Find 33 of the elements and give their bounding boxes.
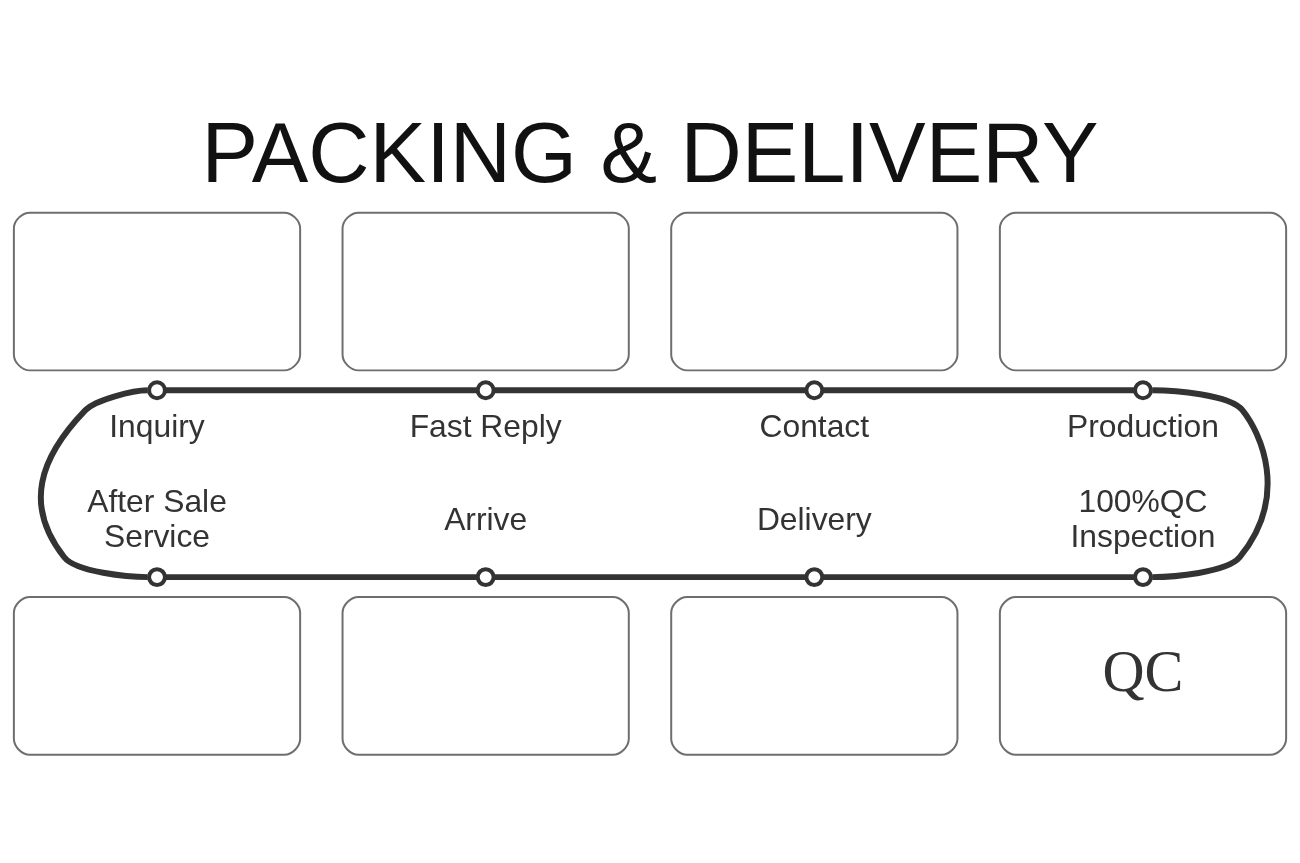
connector <box>37 386 148 580</box>
node-label: Inquiry <box>109 407 205 444</box>
connector <box>822 573 1135 580</box>
node-circle <box>147 379 167 400</box>
node-circle <box>475 379 496 400</box>
node-circle <box>147 566 167 587</box>
connector <box>494 386 807 393</box>
node-circle <box>804 379 825 400</box>
node-box <box>12 595 302 756</box>
node-box <box>12 211 302 371</box>
node-circle <box>475 566 496 587</box>
diagram-title: PACKING & DELIVERY <box>201 104 1099 200</box>
node-label: Arrive <box>444 500 528 537</box>
connector <box>822 386 1135 393</box>
node-label: After Sale Service <box>87 482 227 554</box>
node-box <box>341 595 630 756</box>
node-label: Contact <box>759 407 870 444</box>
node-circle <box>1133 379 1153 400</box>
node-label: Fast Reply <box>409 407 562 444</box>
connector <box>1152 386 1271 580</box>
node-box <box>341 211 630 371</box>
connector <box>165 573 478 580</box>
node-label: Production <box>1066 407 1219 444</box>
node-box <box>998 211 1288 371</box>
node-box: QC <box>998 595 1288 756</box>
node-box <box>670 211 959 371</box>
node-box <box>670 595 959 756</box>
connector <box>494 573 807 580</box>
node-label: Delivery <box>756 500 872 537</box>
node-circle <box>804 566 825 587</box>
node-label: 100%QC Inspection <box>1070 482 1216 554</box>
connector <box>165 386 478 393</box>
node-circle <box>1133 566 1153 587</box>
